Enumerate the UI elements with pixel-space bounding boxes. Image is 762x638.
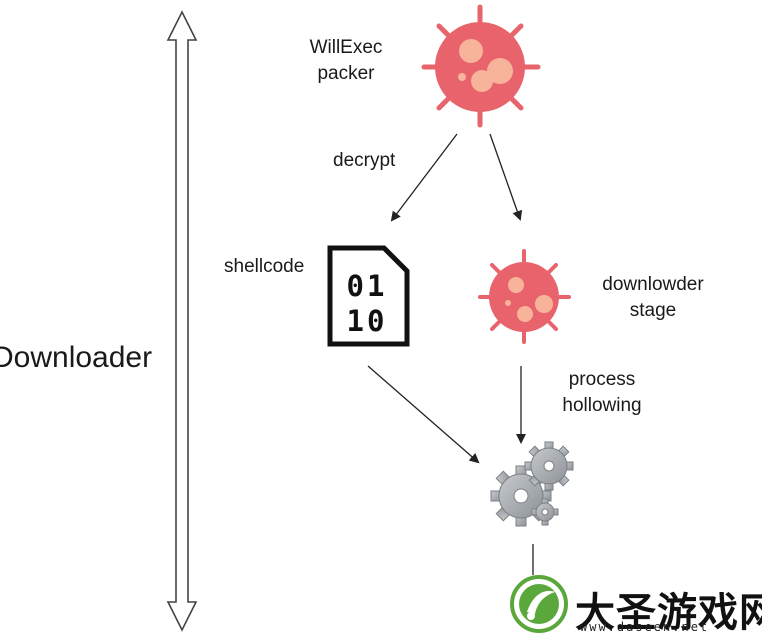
process-hollowing-label: process hollowing (550, 367, 654, 419)
shellcode-label: shellcode (224, 256, 305, 277)
decrypt-label: decrypt (333, 150, 396, 171)
shellcode-bits-row-1: 01 (347, 269, 388, 303)
process-hollowing-label-line-2: hollowing (562, 395, 642, 416)
downloader-stage-label-line-1: downlowder (602, 274, 704, 295)
packer-label: WillExec packer (296, 35, 396, 87)
arrow-decrypt (390, 133, 458, 222)
arrow-to-downloader-stage (489, 133, 523, 221)
arrow-shellcode-to-gears (367, 365, 480, 464)
downloader-stage-label: downlowder stage (593, 272, 713, 324)
downloader-stage-label-line-2: stage (629, 300, 677, 321)
double-arrow (166, 10, 198, 632)
watermark-logo-icon (510, 575, 568, 633)
shellcode-bits-row-2: 10 (347, 304, 388, 338)
shellcode-file-icon: 01 10 (327, 245, 410, 347)
process-hollowing-label-line-1: process (568, 369, 636, 390)
packer-virus-icon (421, 4, 541, 128)
side-label-downloader: Downloader (0, 341, 153, 374)
packer-label-line-1: WillExec (309, 37, 383, 58)
downloader-stage-virus-icon (478, 249, 571, 344)
watermark-text: 大圣游戏网 (575, 590, 762, 636)
gears-icon (490, 441, 574, 527)
watermark-url: www.daseen.net (580, 620, 710, 634)
packer-label-line-2: packer (317, 63, 375, 84)
